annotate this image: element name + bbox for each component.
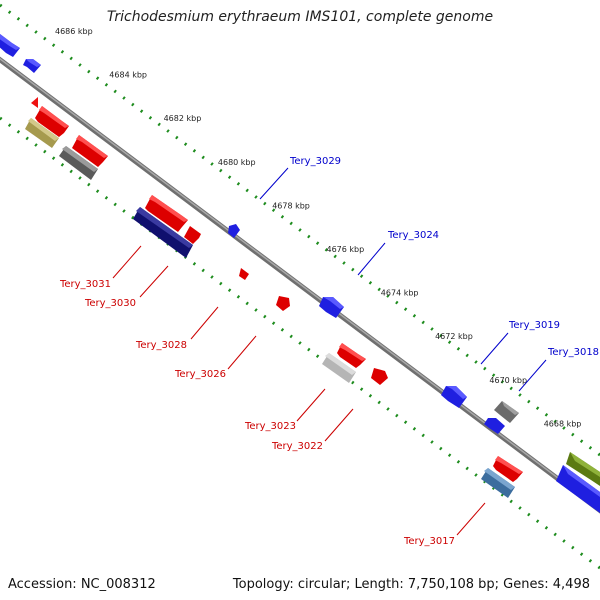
gene-label-reverse[interactable]: Tery_3017 <box>403 536 455 547</box>
feature-olive-green-edge[interactable] <box>566 452 600 486</box>
ruler-label: 4670 kbp <box>489 376 527 385</box>
feature-navy-3030[interactable] <box>133 207 193 258</box>
feature-lightgray-3023[interactable] <box>322 353 356 383</box>
feature-red-3022[interactable] <box>371 368 388 385</box>
feature-red-3031b[interactable] <box>72 135 108 167</box>
feature-blue-3024[interactable] <box>319 297 344 318</box>
ruler-label: 4682 kbp <box>164 114 202 123</box>
genome-stats-label: Topology: circular; Length: 7,750,108 bp… <box>232 577 590 592</box>
feature-steelblue-3017[interactable] <box>481 468 515 498</box>
feature-gray-3018[interactable] <box>494 401 519 423</box>
ruler-labels: 4686 kbp 4684 kbp 4682 kbp 4680 kbp 4678 kbp… <box>55 27 581 428</box>
gene-label-forward[interactable]: Tery_3018 <box>547 347 599 358</box>
gene-label-forward[interactable]: Tery_3019 <box>508 320 560 331</box>
feature-red-3026[interactable] <box>276 296 290 311</box>
gene-labels: Tery_3029 Tery_3024 Tery_3019 Tery_3018 … <box>59 156 599 547</box>
feature-blue-3019[interactable] <box>441 386 467 408</box>
feature-red-3023[interactable] <box>337 343 366 368</box>
gene-label-reverse[interactable]: Tery_3028 <box>135 340 187 351</box>
feature-blue-3029[interactable] <box>228 224 240 238</box>
map-title: Trichodesmium erythraeum IMS101, complet… <box>106 9 494 25</box>
feature-blue-3018[interactable] <box>484 418 505 434</box>
tick-line-inner <box>0 116 600 570</box>
ruler-label: 4674 kbp <box>381 289 419 298</box>
genome-backbone <box>0 56 600 514</box>
gene-label-reverse[interactable]: Tery_3022 <box>271 441 323 452</box>
gene-label-reverse[interactable]: Tery_3031 <box>59 279 111 290</box>
ruler-label: 4668 kbp <box>544 419 582 428</box>
feature-blue-4686[interactable] <box>0 34 20 57</box>
accession-label: Accession: NC_008312 <box>8 577 156 592</box>
feature-red-3030b[interactable] <box>184 226 201 244</box>
feature-red-3031a[interactable] <box>35 106 69 137</box>
gene-label-reverse[interactable]: Tery_3026 <box>174 369 226 380</box>
ruler-label: 4676 kbp <box>327 245 365 254</box>
feature-red-3017[interactable] <box>493 456 523 482</box>
tick-line-outer <box>0 3 600 457</box>
ruler-label: 4678 kbp <box>272 201 310 210</box>
gene-label-reverse[interactable]: Tery_3030 <box>84 298 136 309</box>
feature-red-3030[interactable] <box>145 195 188 232</box>
feature-blue-edge[interactable] <box>556 465 600 513</box>
ruler-label: 4672 kbp <box>435 332 473 341</box>
ruler-label: 4686 kbp <box>55 27 93 36</box>
gene-label-reverse[interactable]: Tery_3023 <box>244 421 296 432</box>
genome-backbone-highlight <box>0 57 600 511</box>
feature-red-small-1[interactable] <box>31 97 38 108</box>
gene-label-forward[interactable]: Tery_3029 <box>289 156 341 167</box>
gene-label-forward[interactable]: Tery_3024 <box>387 230 439 241</box>
feature-gray-3031[interactable] <box>59 146 98 180</box>
feature-red-3028[interactable] <box>239 268 249 280</box>
gene-features <box>0 34 600 513</box>
feature-blue-4685[interactable] <box>23 59 41 73</box>
ruler-label: 4684 kbp <box>109 71 147 80</box>
feature-olive-3031[interactable] <box>25 118 59 148</box>
ruler-label: 4680 kbp <box>218 158 256 167</box>
label-leaders <box>112 167 547 536</box>
